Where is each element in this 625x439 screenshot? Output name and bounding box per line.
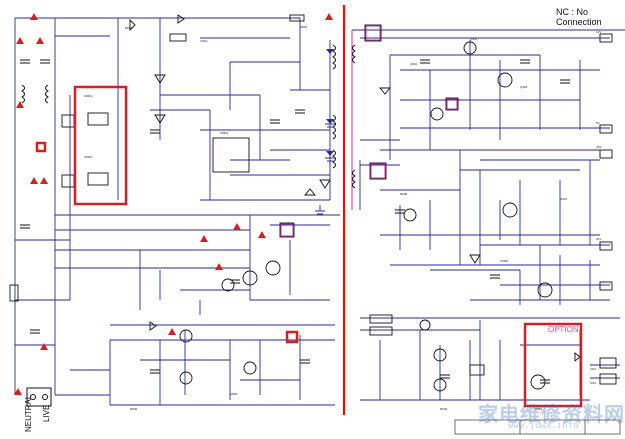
watermark-url: www.jdwx.info xyxy=(508,421,579,431)
svg-text:D950: D950 xyxy=(535,407,543,411)
svg-text:12V: 12V xyxy=(596,30,601,34)
svg-text:CN3: CN3 xyxy=(590,381,596,385)
svg-text:R905: R905 xyxy=(400,192,408,196)
svg-text:R910: R910 xyxy=(560,197,568,201)
svg-text:5V: 5V xyxy=(596,121,600,125)
svg-text:Q901: Q901 xyxy=(470,37,478,41)
svg-text:R830: R830 xyxy=(130,407,138,411)
neutral-label: NEUTRAL xyxy=(24,394,33,432)
svg-text:A5V: A5V xyxy=(596,145,602,149)
svg-text:C801: C801 xyxy=(200,39,208,43)
highlight-box-left xyxy=(73,85,128,206)
svg-text:R940: R940 xyxy=(440,407,448,411)
svg-text:Q902: Q902 xyxy=(520,85,528,89)
svg-text:CN2: CN2 xyxy=(590,367,596,371)
svg-text:R801: R801 xyxy=(300,25,308,29)
svg-text:24V: 24V xyxy=(596,237,601,241)
svg-text:C901: C901 xyxy=(410,62,418,66)
svg-text:IC905: IC905 xyxy=(500,259,508,263)
live-label: LIVE xyxy=(42,404,51,422)
svg-text:IC801: IC801 xyxy=(84,94,92,98)
nc-note: NC : No Connection xyxy=(556,7,602,27)
highlight-box-option xyxy=(523,322,583,408)
svg-text:Q806: Q806 xyxy=(230,392,238,396)
svg-text:D801: D801 xyxy=(125,26,133,30)
ac-input-connector xyxy=(26,387,52,407)
option-label: OPTION xyxy=(548,325,579,334)
svg-text:IC803: IC803 xyxy=(220,131,228,135)
watermark-cn: 家电维修资料网 xyxy=(478,402,625,426)
svg-text:IC802: IC802 xyxy=(84,155,92,159)
